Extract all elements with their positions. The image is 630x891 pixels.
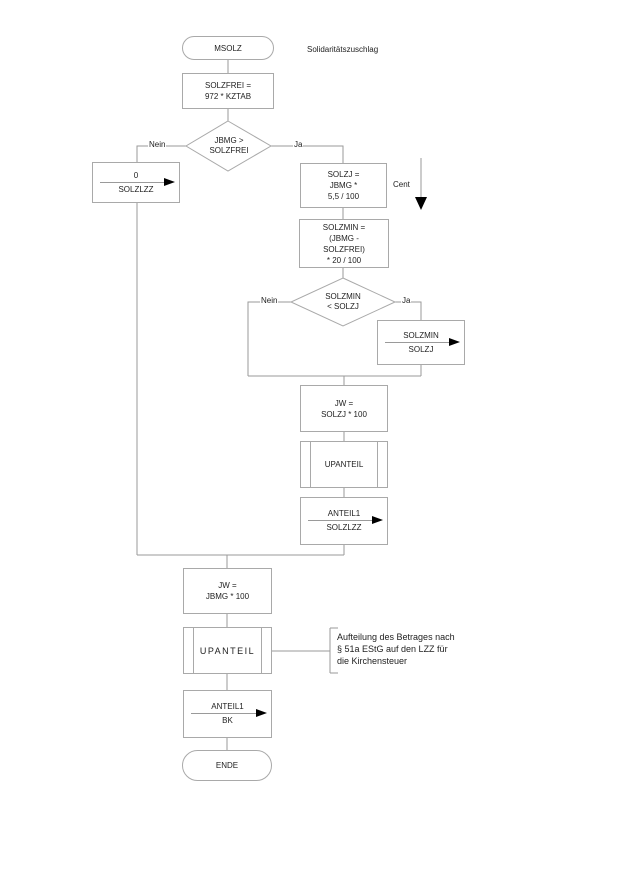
decision2-diamond [289, 277, 397, 327]
diagram-note: Solidaritätszuschlag [307, 45, 379, 54]
assign-zero-from: 0 [133, 170, 139, 180]
assign-anteil1-bk-to: BK [222, 716, 233, 725]
decision2-yes-label: Ja [401, 296, 412, 305]
assign-solzmin-to: SOLZJ [408, 344, 434, 354]
decision1-no-label: Nein [148, 140, 167, 149]
decision1-diamond [185, 120, 272, 172]
process-solzfrei: SOLZFREI = 972 * KZTAB [182, 73, 274, 109]
assign-anteil1-solzlzz: ANTEIL1 SOLZLZZ [300, 497, 388, 545]
process-solzfrei-label: SOLZFREI = 972 * KZTAB [204, 81, 252, 101]
assign-solzmin-solzj: SOLZMIN SOLZJ [377, 320, 465, 365]
decision1-label: JBMG > SOLZFREI [209, 136, 249, 155]
annotation-bracket [329, 627, 338, 674]
process-jw-solzj: JW = SOLZJ * 100 [300, 385, 388, 432]
assign-anteil1-solzlzz-from: ANTEIL1 [327, 509, 361, 518]
assign-anteil1-solzlzz-to: SOLZLZZ [326, 523, 362, 532]
upanteil1-label: UPANTEIL [324, 460, 364, 469]
upanteil2-label: UPANTEIL [199, 645, 256, 656]
process-jw-solzj-label: JW = SOLZJ * 100 [321, 398, 367, 419]
decision2-no-label: Nein [260, 296, 279, 305]
assign-solzmin-from: SOLZMIN [403, 330, 439, 340]
process-solzmin-label: SOLZMIN = (JBMG - SOLZFREI) * 20 / 100 [322, 222, 366, 265]
end-label: ENDE [215, 761, 239, 770]
process-solzmin: SOLZMIN = (JBMG - SOLZFREI) * 20 / 100 [299, 219, 389, 268]
assign-arrow-icon [385, 337, 460, 346]
process-jw-jbmg: JW = JBMG * 100 [183, 568, 272, 614]
annotation-text: Aufteilung des Betrages nach § 51a EStG … [337, 632, 455, 666]
cent-arrowhead-icon [415, 197, 427, 210]
process-jw-jbmg-label: JW = JBMG * 100 [205, 581, 250, 601]
assign-zero-to: SOLZLZZ [118, 184, 154, 194]
predefined-upanteil-2: UPANTEIL [183, 627, 272, 674]
assign-arrow-icon [191, 709, 267, 717]
cent-label: Cent [393, 180, 410, 189]
predef-sidebar-right [377, 442, 378, 487]
assign-arrow-icon [100, 177, 175, 186]
assign-anteil1-bk: ANTEIL1 BK [183, 690, 272, 738]
predef-sidebar-right [261, 628, 262, 673]
end-terminal: ENDE [182, 750, 272, 781]
process-solzj-label: SOLZJ = JBMG * 5,5 / 100 [327, 170, 360, 201]
assign-arrow-icon [308, 516, 383, 524]
process-solzj: SOLZJ = JBMG * 5,5 / 100 [300, 163, 387, 208]
start-terminal: MSOLZ [182, 36, 274, 60]
decision2-label: SOLZMIN < SOLZJ [325, 292, 361, 311]
decision1-yes-label: Ja [293, 140, 304, 149]
predef-sidebar-left [193, 628, 194, 673]
predefined-upanteil-1: UPANTEIL [300, 441, 388, 488]
assign-anteil1-bk-from: ANTEIL1 [211, 702, 244, 711]
start-label: MSOLZ [214, 43, 242, 53]
predef-sidebar-left [310, 442, 311, 487]
assign-zero-solzlzz: 0 SOLZLZZ [92, 162, 180, 203]
